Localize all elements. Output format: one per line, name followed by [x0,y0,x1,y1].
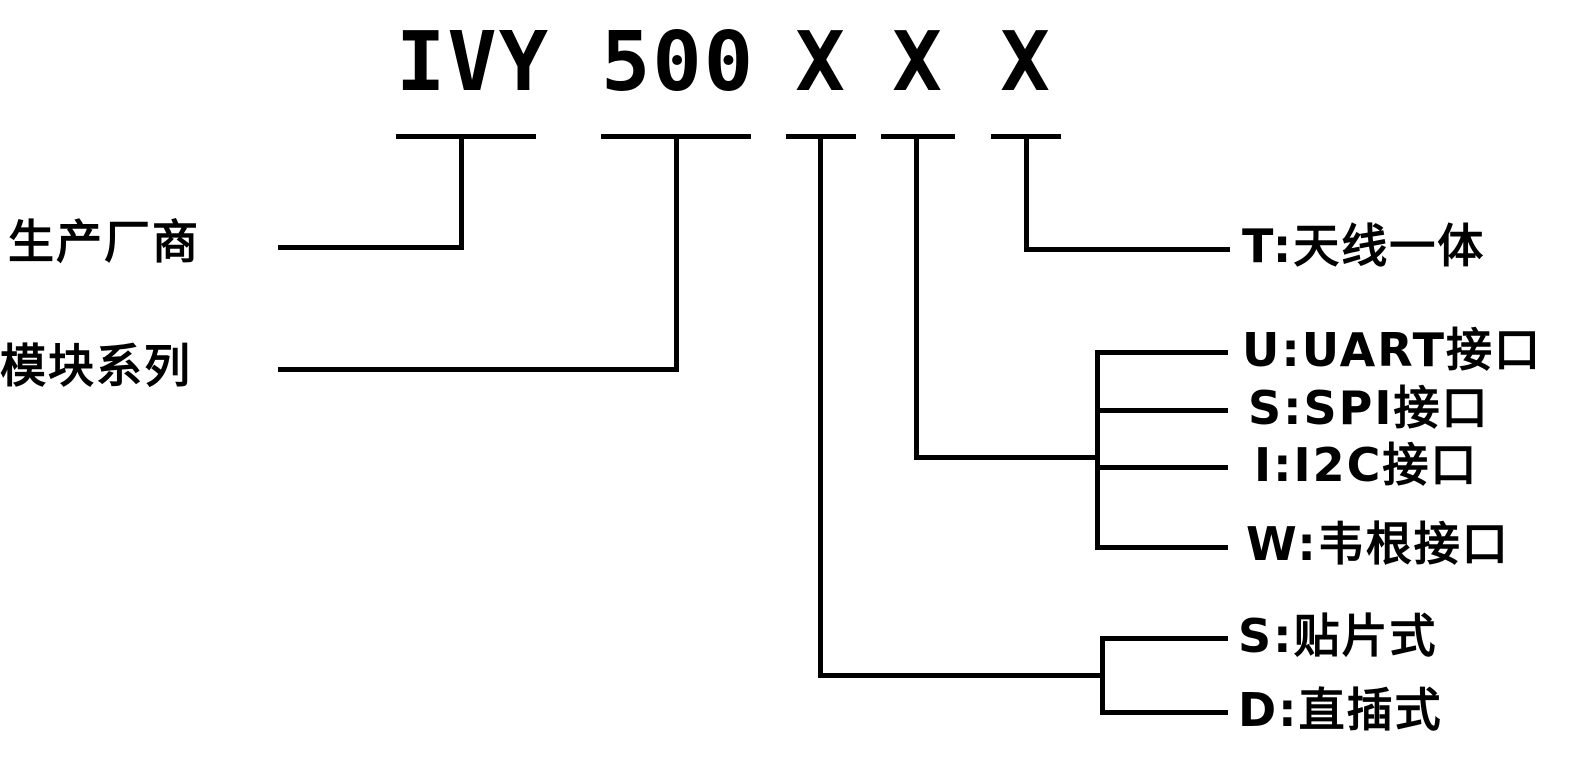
label-interface-i2c: I:I2C接口 [1254,438,1479,492]
label-interface-spi: S:SPI接口 [1248,381,1490,435]
interface-stub-uart [1095,350,1228,355]
interface-bracket-vertical [1095,350,1100,550]
label-antenna: T:天线一体 [1242,219,1486,273]
label-interface-wiegand: W:韦根接口 [1246,517,1510,571]
connector-antenna-horizontal [1024,247,1230,252]
interface-stub-i2c [1095,465,1228,470]
package-bracket-vertical [1100,636,1105,715]
connector-series-horizontal [278,367,679,372]
connector-interface-vertical [914,134,919,460]
label-package-smd: S:贴片式 [1238,609,1438,663]
label-package-dip: D:直插式 [1238,683,1443,737]
package-stub-smd [1100,636,1228,641]
code-series: 500 [601,15,756,110]
code-manufacturer: IVY [396,15,551,110]
label-manufacturer: 生产厂商 [8,215,200,269]
connector-interface-horizontal [914,455,1100,460]
label-interface-uart: U:UART接口 [1242,323,1543,377]
code-x3: X [1000,15,1052,110]
code-x1: X [795,15,847,110]
interface-stub-wiegand [1095,545,1228,550]
connector-manufacturer-vertical [459,134,464,250]
package-stub-dip [1100,710,1228,715]
connector-package-horizontal [818,673,1105,678]
connector-antenna-vertical [1024,134,1029,252]
interface-stub-spi [1095,408,1228,413]
underline-manufacturer [396,134,536,139]
connector-package-vertical [818,134,823,678]
connector-manufacturer-horizontal [278,245,464,250]
code-x2: X [892,15,944,110]
connector-series-vertical [674,134,679,372]
label-module-series: 模块系列 [0,339,192,393]
